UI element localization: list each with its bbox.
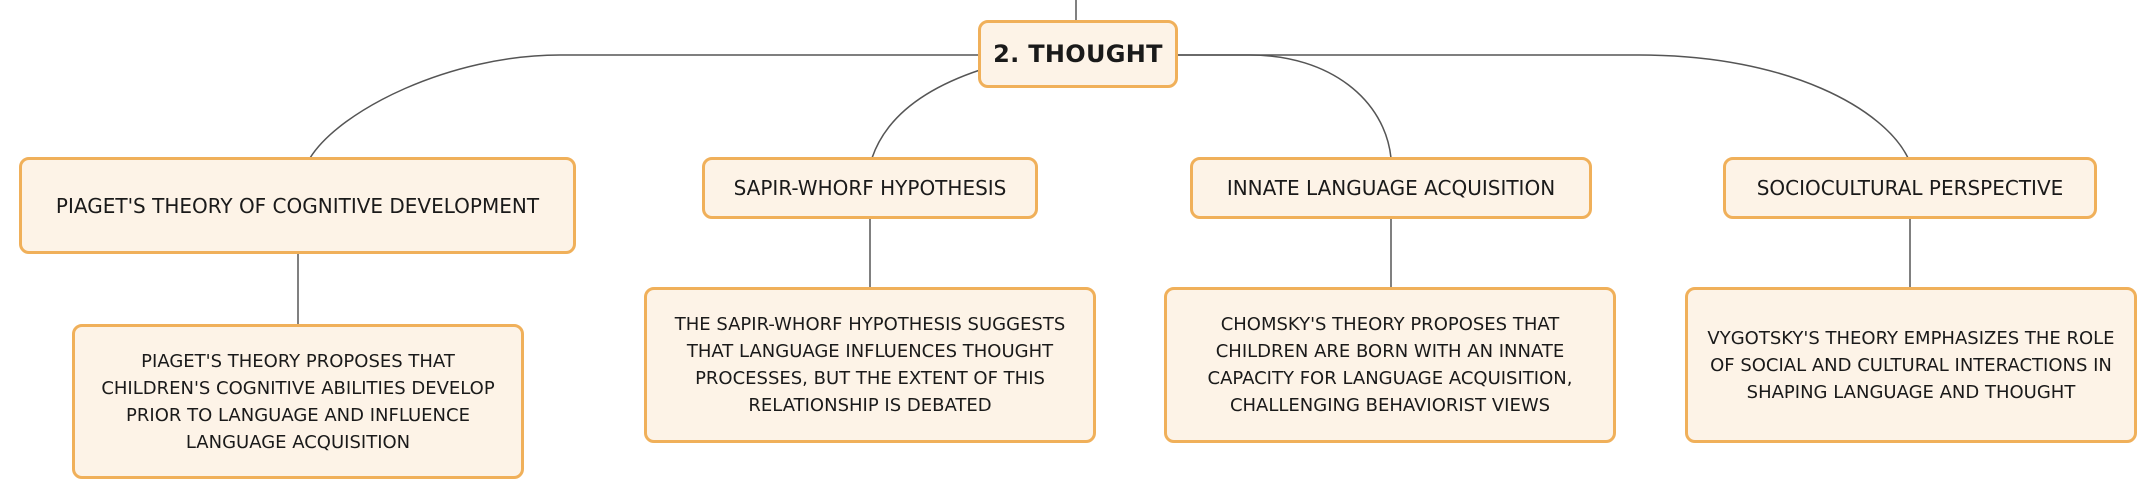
connector-root-to-branch-1 — [309, 54, 980, 159]
branch-node-piaget[interactable]: PIAGET'S THEORY OF COGNITIVE DEVELOPMENT — [19, 157, 576, 254]
detail-node-sapir-whorf[interactable]: THE SAPIR-WHORF HYPOTHESIS SUGGESTS THAT… — [644, 287, 1096, 443]
detail-node-sociocultural[interactable]: VYGOTSKY'S THEORY EMPHASIZES THE ROLE OF… — [1685, 287, 2137, 443]
detail-node-innate-language[interactable]: CHOMSKY'S THEORY PROPOSES THAT CHILDREN … — [1164, 287, 1616, 443]
root-label: 2. THOUGHT — [993, 40, 1163, 68]
branch-label: PIAGET'S THEORY OF COGNITIVE DEVELOPMENT — [55, 193, 540, 218]
branch-label: INNATE LANGUAGE ACQUISITION — [1226, 176, 1556, 200]
detail-text: CHOMSKY'S THEORY PROPOSES THAT CHILDREN … — [1207, 314, 1573, 416]
connector-root-to-branch-2 — [871, 69, 981, 159]
root-node[interactable]: 2. THOUGHT — [978, 20, 1178, 88]
detail-text: PIAGET'S THEORY PROPOSES THAT CHILDREN'S… — [101, 350, 495, 453]
branch-label: SAPIR-WHORF HYPOTHESIS — [733, 176, 1007, 200]
branch-label: SOCIOCULTURAL PERSPECTIVE — [1756, 176, 2064, 200]
detail-node-piaget[interactable]: PIAGET'S THEORY PROPOSES THAT CHILDREN'S… — [72, 324, 524, 479]
detail-text: VYGOTSKY'S THEORY EMPHASIZES THE ROLE OF… — [1707, 327, 2115, 403]
branch-node-sapir-whorf[interactable]: SAPIR-WHORF HYPOTHESIS — [702, 157, 1038, 219]
connector-root-to-branch-4 — [1176, 54, 1909, 159]
branch-node-innate-language[interactable]: INNATE LANGUAGE ACQUISITION — [1190, 157, 1592, 219]
detail-text: THE SAPIR-WHORF HYPOTHESIS SUGGESTS THAT… — [674, 314, 1066, 416]
branch-node-sociocultural[interactable]: SOCIOCULTURAL PERSPECTIVE — [1723, 157, 2097, 219]
connector-root-to-branch-3 — [1176, 54, 1392, 159]
